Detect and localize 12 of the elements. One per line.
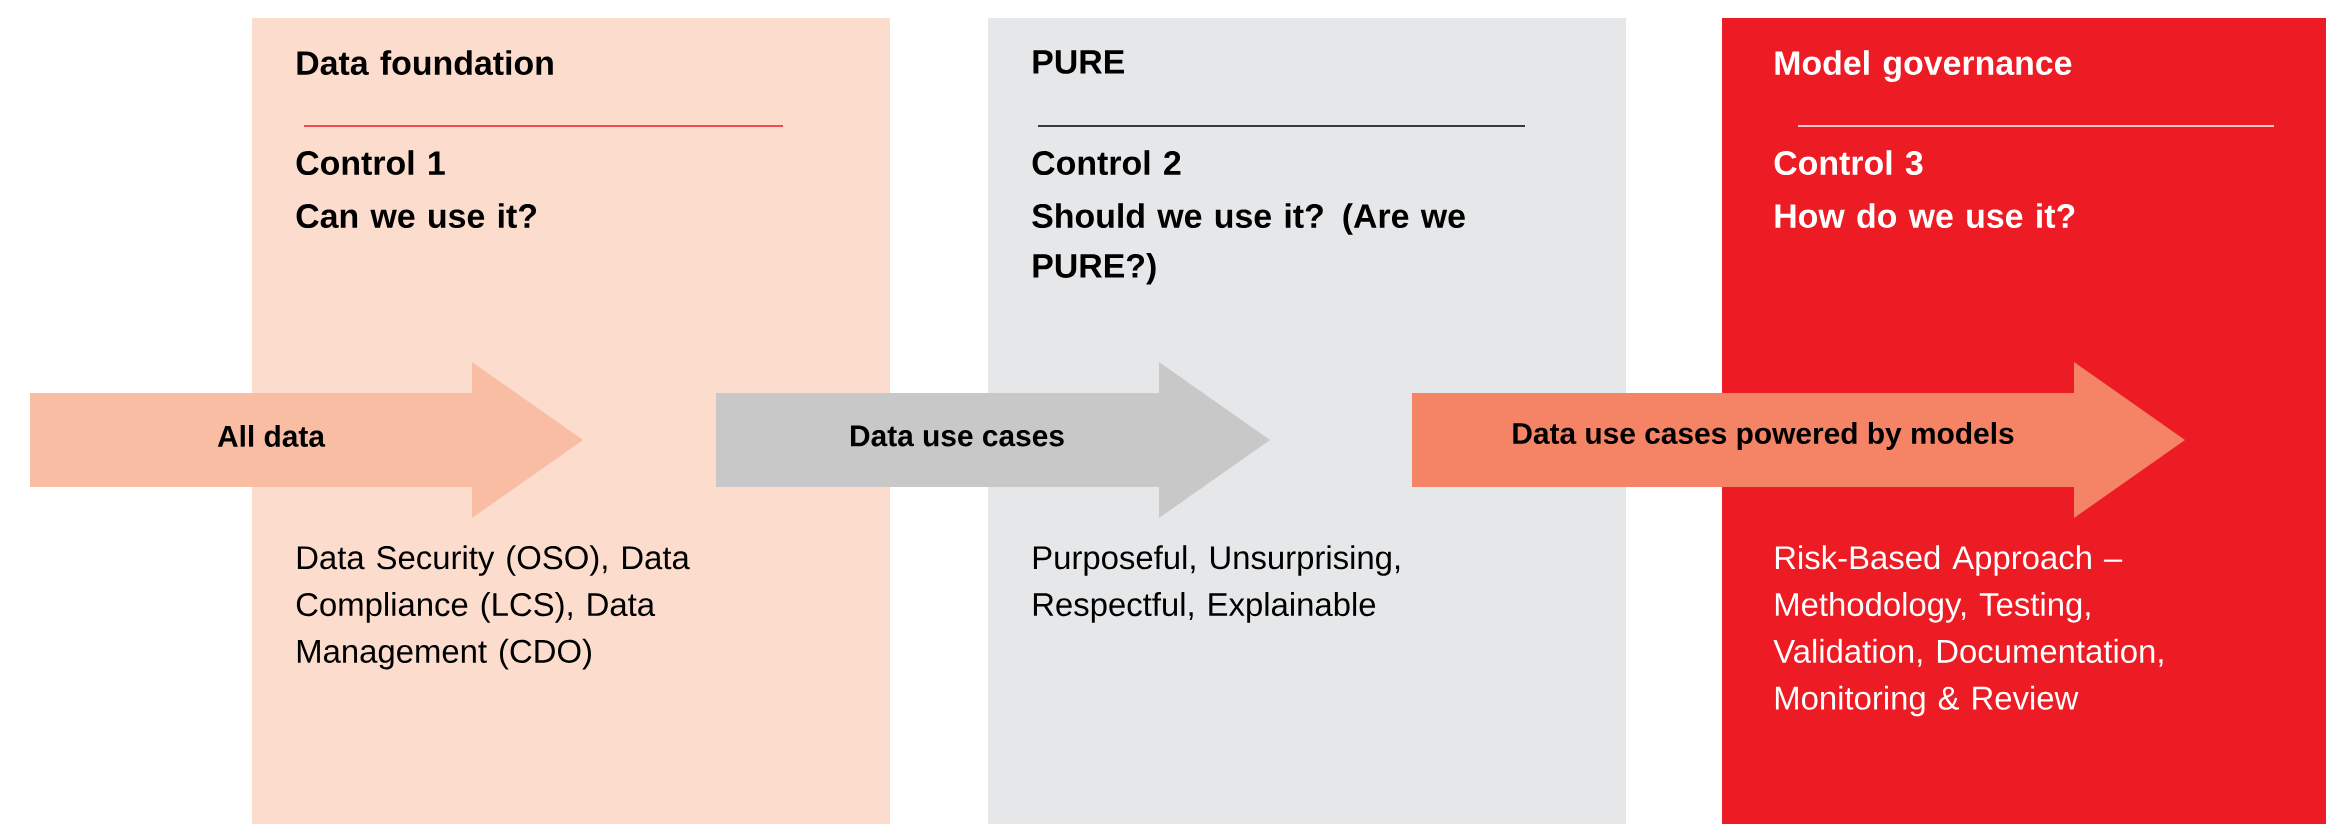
control-question: Can we use it? (296, 203, 536, 229)
description-text: Purposeful, Unsurprising, Respectful, Explainable (1033, 545, 1400, 623)
control-label: Control 1 (296, 150, 445, 176)
panel-heading: PURE (1033, 50, 1124, 74)
description-text: Risk-Based Approach – Methodology, Testing, Validation, Documentation, Monitoring & Review (1773, 545, 2163, 717)
control-question: How do we use it? (1775, 203, 2075, 229)
control-label: Control 3 (1774, 150, 1923, 176)
description-text: Data Security (OSO), Data Compliance (LCS), Data Management (CDO) (296, 545, 690, 670)
control-question: Should we use it? (Are we PURE?) (1032, 203, 1465, 285)
control-label: Control 2 (1032, 150, 1181, 176)
panel-heading: Data foundation (297, 50, 553, 76)
panel-heading: Model governance (1775, 50, 2072, 82)
